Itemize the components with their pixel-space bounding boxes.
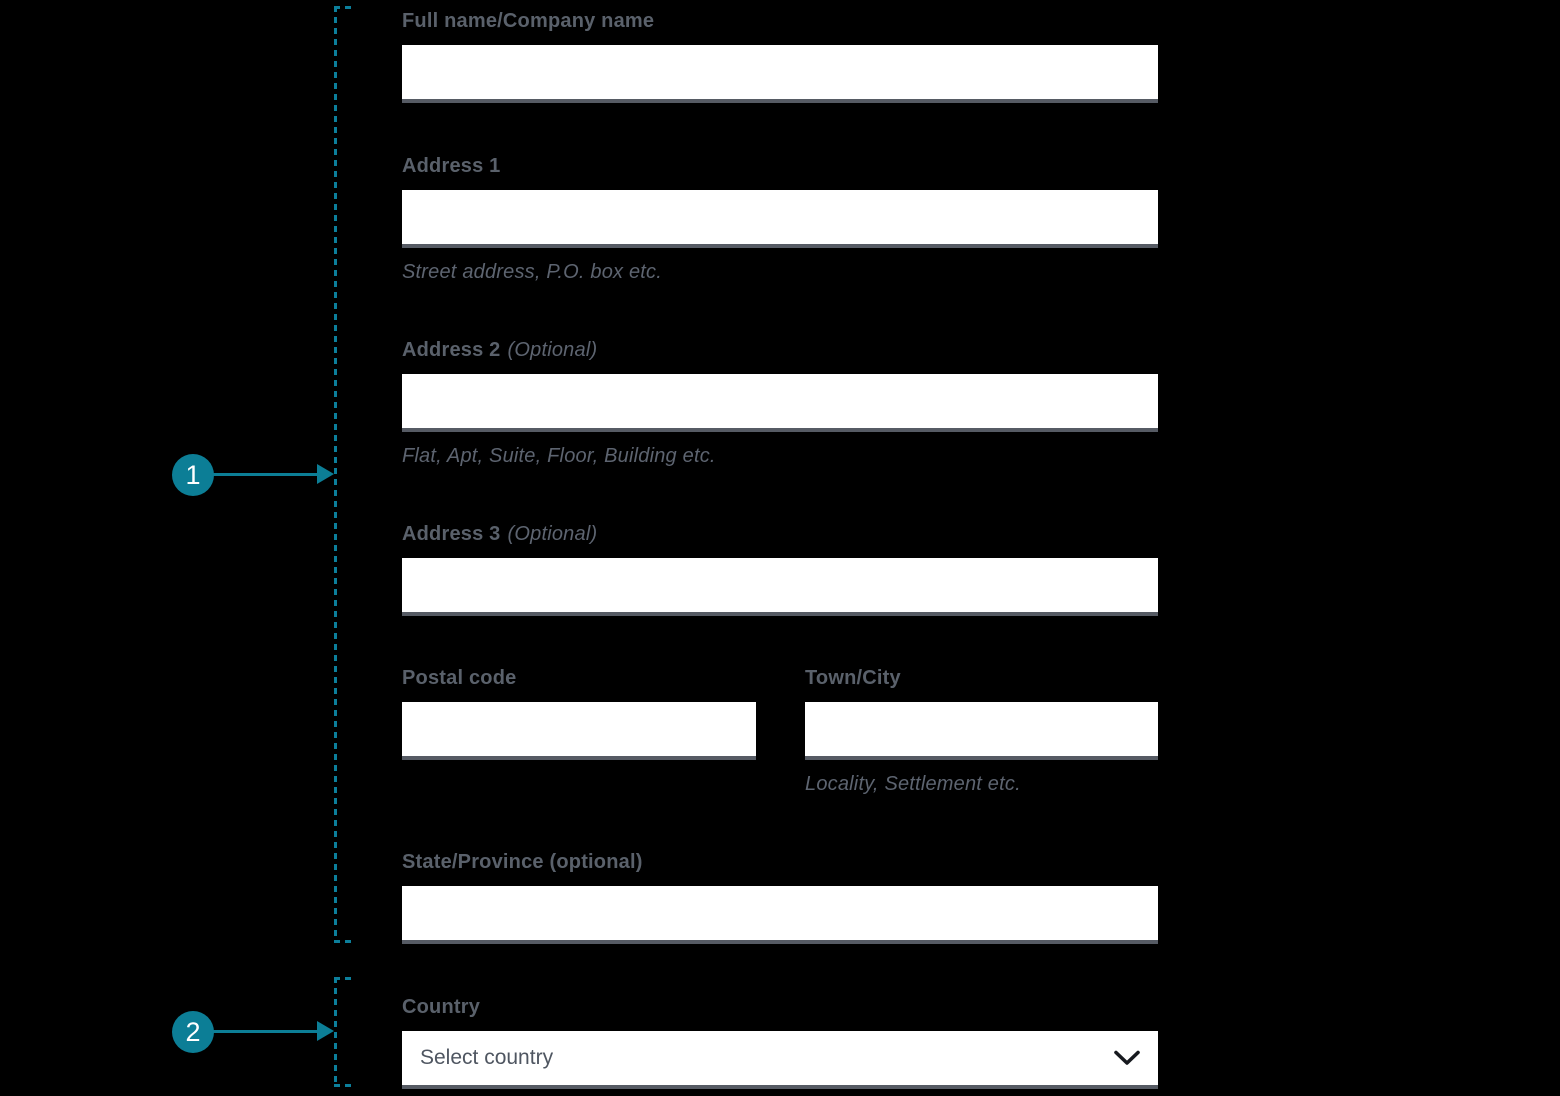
- postal-town-row: Postal code Town/City Locality, Settleme…: [402, 665, 1158, 825]
- address-3-label-text: Address 3: [402, 523, 501, 545]
- address-2-hint: Flat, Apt, Suite, Floor, Building etc.: [402, 445, 716, 467]
- field-address-1: Address 1 Street address, P.O. box etc.: [402, 153, 1158, 284]
- address-1-hint: Street address, P.O. box etc.: [402, 261, 663, 283]
- town-city-input[interactable]: [805, 702, 1158, 760]
- field-town-city: Town/City Locality, Settlement etc.: [805, 665, 1158, 796]
- address-3-label: Address 3 (Optional): [402, 521, 1158, 547]
- full-name-input[interactable]: [402, 45, 1158, 103]
- address-2-label-text: Address 2: [402, 339, 501, 361]
- state-province-input[interactable]: [402, 886, 1158, 944]
- address-1-input[interactable]: [402, 190, 1158, 248]
- annotation-marker-1: 1: [172, 454, 214, 496]
- country-label: Country: [402, 996, 481, 1018]
- town-city-hint: Locality, Settlement etc.: [805, 773, 1021, 795]
- postal-code-input[interactable]: [402, 702, 756, 760]
- address-2-label: Address 2 (Optional): [402, 337, 1158, 363]
- field-state-province: State/Province (optional): [402, 849, 1158, 944]
- annotation-arrow-2-line: [211, 1030, 318, 1033]
- chevron-down-icon: [1114, 1050, 1140, 1065]
- annotation-arrow-1-head: [317, 464, 334, 484]
- field-postal-code: Postal code: [402, 665, 756, 760]
- annotation-marker-1-number: 1: [185, 459, 201, 490]
- field-address-2: Address 2 (Optional) Flat, Apt, Suite, Fl…: [402, 337, 1158, 468]
- section2-dashed-bracket: [334, 977, 337, 1087]
- section2-bracket-bottom-tick: [334, 1084, 353, 1087]
- country-select[interactable]: Select country: [402, 1031, 1158, 1089]
- annotation-marker-2-number: 2: [185, 1016, 201, 1047]
- address-2-optional-text: (Optional): [507, 339, 598, 361]
- section1-bracket-top-tick: [334, 6, 353, 9]
- full-name-label: Full name/Company name: [402, 10, 655, 32]
- field-address-3: Address 3 (Optional): [402, 521, 1158, 616]
- address-3-optional-text: (Optional): [507, 523, 598, 545]
- annotation-marker-2: 2: [172, 1011, 214, 1053]
- section2-bracket-top-tick: [334, 977, 353, 980]
- field-country: Country Select country: [402, 994, 1158, 1089]
- field-full-name: Full name/Company name: [402, 8, 1158, 103]
- section1-bracket-bottom-tick: [334, 940, 353, 943]
- postal-code-label: Postal code: [402, 667, 517, 689]
- section1-dashed-bracket: [334, 6, 337, 943]
- annotation-arrow-2-head: [317, 1021, 334, 1041]
- address-3-input[interactable]: [402, 558, 1158, 616]
- address-1-label: Address 1: [402, 155, 501, 177]
- country-select-placeholder: Select country: [420, 1046, 554, 1069]
- address-2-input[interactable]: [402, 374, 1158, 432]
- annotation-arrow-1-line: [211, 473, 318, 476]
- town-city-label: Town/City: [805, 667, 901, 689]
- state-province-label: State/Province (optional): [402, 851, 643, 873]
